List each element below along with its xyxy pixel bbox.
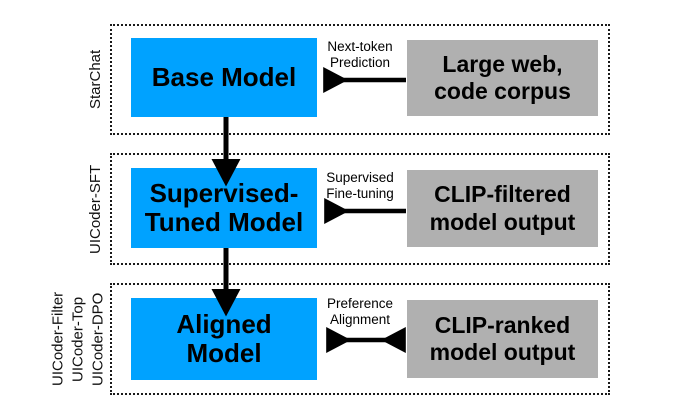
arrow-label-next-token-prediction: Next-token Prediction (327, 39, 393, 71)
data-box-clip-ranked-model-output: CLIP-ranked model output (407, 300, 598, 378)
model-box-base-model: Base Model (131, 38, 317, 117)
stage-container-uicoder-sft (110, 153, 610, 265)
arrow-label-supervised-fine-tuning: Supervised Fine-tuning (326, 170, 394, 202)
stage-label-starchat: StarChat (87, 49, 104, 110)
model-box-aligned-model: Aligned Model (131, 298, 317, 380)
stage-label-uicoder-sft: UICoder-SFT (87, 164, 104, 254)
stage-label-uicoder-dpo: UICoder-DPO (89, 292, 107, 386)
stage-container-starchat (110, 24, 610, 135)
arrow-label-preference-alignment: Preference Alignment (326, 296, 394, 328)
stage-label-group-uicoder-aligned: UICoder-Filter UICoder-Top UICoder-DPO (48, 283, 110, 395)
data-box-clip-filtered-model-output: CLIP-filtered model output (407, 170, 598, 247)
stage-container-uicoder-aligned (110, 283, 610, 395)
stage-label-uicoder-filter: UICoder-Filter (49, 291, 67, 387)
data-box-large-web-code-corpus: Large web, code corpus (407, 40, 598, 116)
model-box-supervised-tuned-model: Supervised- Tuned Model (131, 168, 317, 248)
stage-label-uicoder-top: UICoder-Top (69, 296, 87, 382)
